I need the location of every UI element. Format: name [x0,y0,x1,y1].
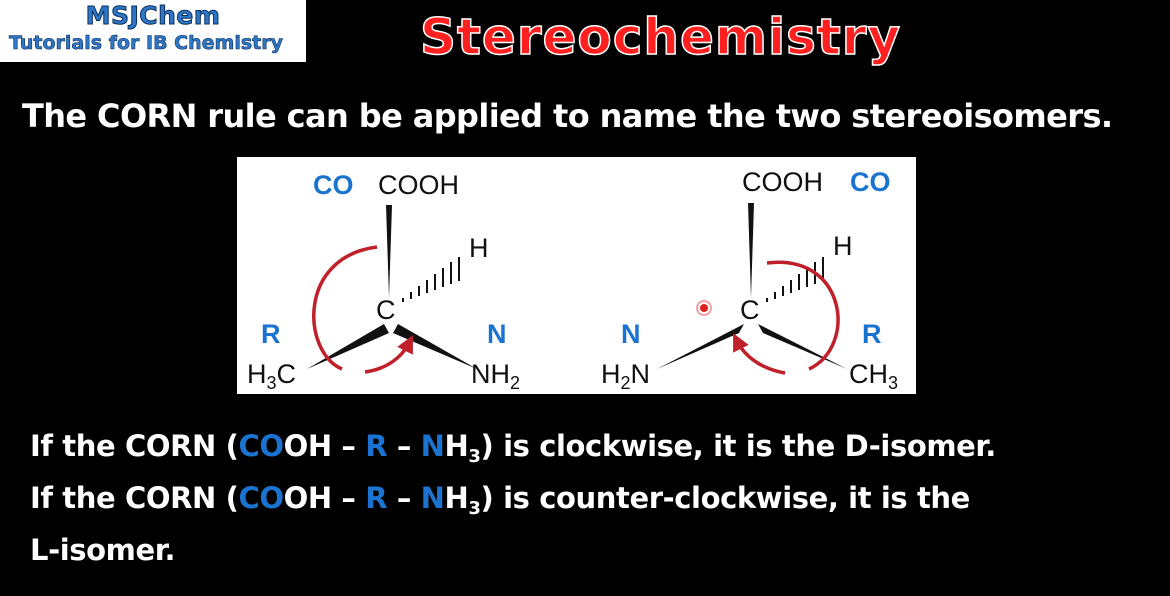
rule-line-l-isomer: L-isomer. [30,533,176,567]
rule1-r: R [365,429,388,463]
rule1-tail: ) is clockwise, it is the D-isomer. [480,429,997,463]
right-wedge-nh2 [657,324,744,369]
rule1-oh: OH – [283,429,366,463]
left-hash-bond-h [402,257,460,302]
rule2-lead: If the CORN ( [30,481,239,515]
rule2-co: CO [238,481,284,515]
right-hash-bond-h [766,257,824,302]
rule2-oh: OH – [283,481,366,515]
rule1-n: N [420,429,445,463]
left-r-label: R [261,319,281,349]
rule1-sub: 3 [468,446,481,467]
right-counterclockwise-arrow [737,260,840,375]
pointer-dot [700,304,708,312]
left-nh2-label: NH2 [471,359,520,393]
pointer-halo [696,300,712,316]
left-ch3-label: H3C [247,359,296,393]
right-wedge-cooh [748,203,754,298]
right-n-label: N [621,319,641,349]
left-h-label: H [469,233,489,263]
right-h-label: H [833,231,853,261]
slide-title: Stereochemistry [419,7,902,67]
left-n-label: N [487,319,507,349]
right-ch3-label: CH3 [849,359,898,393]
rule-line-counterclockwise: If the CORN (COOH – R – NH3) is counter-… [30,472,996,524]
rule2-n: N [420,481,445,515]
stereoisomer-diagram: .mol { font-family: "Liberation Sans", s… [237,157,916,394]
rule1-sep: – [387,429,421,463]
right-molecule: COOH CO C H N H2N R CH3 [601,167,898,393]
corn-rules: If the CORN (COOH – R – NH3) is clockwis… [30,420,996,576]
logo-subtitle: Tutorials for IB Chemistry [9,32,284,55]
left-cooh-label: COOH [378,170,459,200]
rule1-lead: If the CORN ( [30,429,239,463]
msjchem-logo: MSJChem Tutorials for IB Chemistry [0,0,306,62]
rule2-r: R [365,481,388,515]
left-co-label: CO [313,170,354,200]
rule2-sep: – [387,481,421,515]
right-r-label: R [862,319,882,349]
right-nh2-label: H2N [601,359,650,393]
rule1-co: CO [238,429,284,463]
left-clockwise-arrow [312,245,409,374]
rule-line-clockwise: If the CORN (COOH – R – NH3) is clockwis… [30,420,996,472]
left-wedge-cooh [386,205,392,298]
rule2-h: H [444,481,469,515]
logo-title: MSJChem [85,1,221,30]
rule2-sub: 3 [468,498,481,519]
rule1-h: H [444,429,469,463]
right-carbon-label: C [740,295,760,325]
intro-text: The CORN rule can be applied to name the… [22,97,1113,135]
right-co-label: CO [850,167,891,197]
right-cooh-label: COOH [742,167,823,197]
left-molecule: CO COOH C H R H3C N NH2 [247,170,520,393]
rule2-tail: ) is counter-clockwise, it is the [480,481,971,515]
stereoisomer-svg: .mol { font-family: "Liberation Sans", s… [247,167,898,393]
left-carbon-label: C [376,295,396,325]
